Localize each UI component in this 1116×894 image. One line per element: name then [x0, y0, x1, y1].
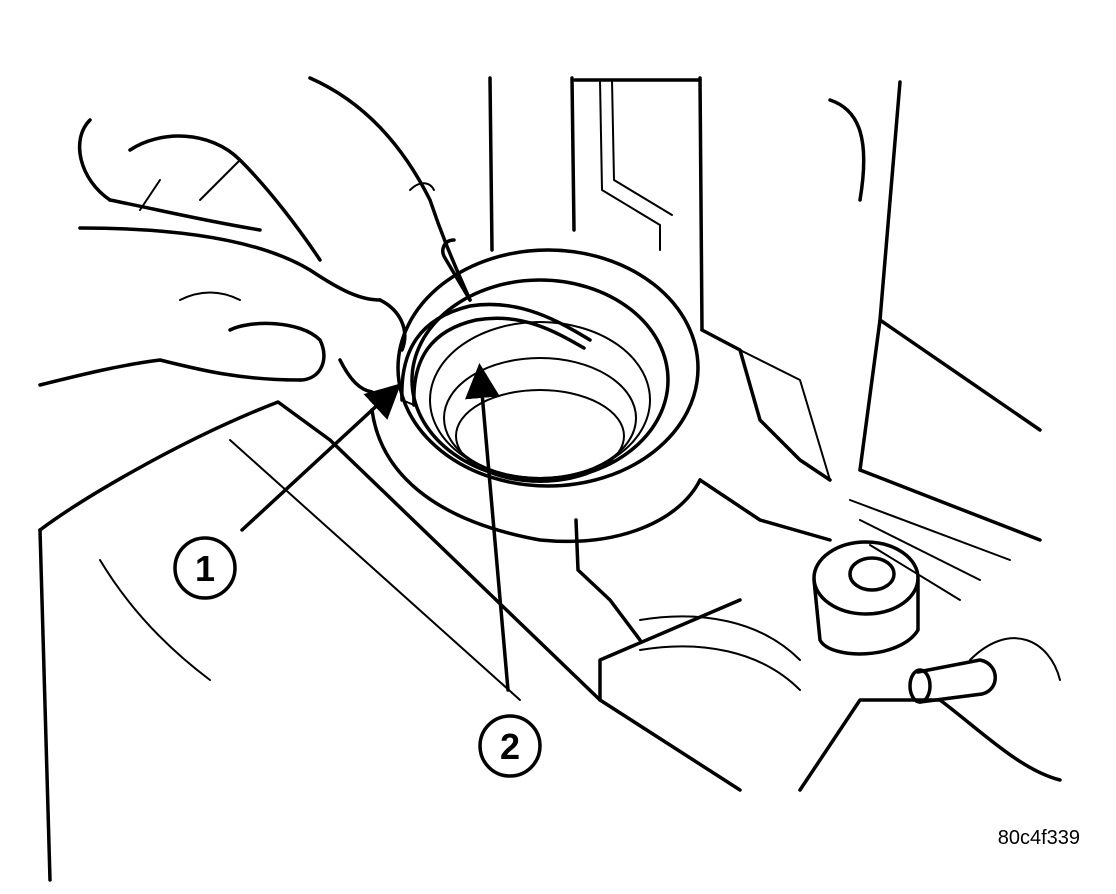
- case-bore: [370, 248, 832, 642]
- leader-arrows: [240, 363, 510, 692]
- leader-arrow-2: [465, 363, 510, 692]
- callout-label-2: 2: [500, 726, 520, 767]
- callout-circle: [478, 714, 542, 778]
- leader-arrow-1: [240, 383, 402, 532]
- transmission-case: [488, 76, 1042, 601]
- alignment-pin: [908, 658, 997, 704]
- callout-circle: [173, 536, 237, 600]
- adapter-housing: [38, 400, 1062, 882]
- hand: [38, 76, 472, 394]
- seal-ring: [400, 302, 592, 407]
- figure-id: 80c4f339: [997, 827, 1080, 849]
- callout-1: 1: [173, 536, 237, 600]
- callout-label-1: 1: [195, 548, 215, 589]
- callout-2: 2: [478, 714, 542, 778]
- dowel-boss: [812, 540, 920, 656]
